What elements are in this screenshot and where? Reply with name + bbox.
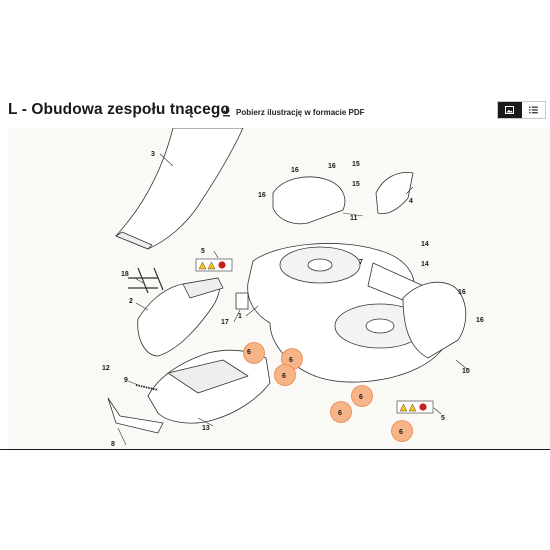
part-label-16-c[interactable]: 16: [328, 163, 336, 170]
part-8-bracket-shape: [107, 397, 164, 434]
list-view-button[interactable]: [522, 102, 546, 118]
image-icon: [505, 106, 515, 114]
part-4-plate-shape: [375, 171, 414, 215]
page-header: L - Obudowa zespołu tnącego Pobierz ilus…: [0, 98, 550, 128]
warning-decal-right: [396, 400, 434, 414]
part-label-17[interactable]: 17: [221, 319, 229, 326]
parts-illustration: 3 18 2 5 17 1 16 16 16 11 15 15 4 14 14 …: [8, 127, 550, 449]
part-2-chute-shape: [137, 277, 221, 357]
part-11-cover-shape: [272, 176, 346, 225]
part-label-12[interactable]: 12: [102, 365, 110, 372]
part-label-1[interactable]: 1: [238, 313, 242, 320]
part-18-wire-shape: [128, 267, 164, 294]
part-10-cover-shape: [402, 281, 467, 359]
part-17-shape: [235, 292, 249, 310]
part-label-4[interactable]: 4: [409, 198, 413, 205]
part-label-13[interactable]: 13: [202, 425, 210, 432]
part-label-7[interactable]: 7: [359, 259, 363, 266]
part-label-10[interactable]: 10: [462, 368, 470, 375]
hotspot-label-6-d: 6: [359, 394, 363, 401]
part-label-16-a[interactable]: 16: [291, 167, 299, 174]
hotspot-label-6-f: 6: [399, 429, 403, 436]
part-label-5-right[interactable]: 5: [441, 415, 445, 422]
download-icon: [223, 107, 230, 117]
bottom-divider: [0, 449, 550, 450]
part-9-spring-shape: [135, 384, 159, 391]
part-label-14-b[interactable]: 14: [421, 261, 429, 268]
part-label-8[interactable]: 8: [111, 441, 115, 448]
part-label-18[interactable]: 18: [121, 271, 129, 278]
part-label-11[interactable]: 11: [350, 215, 358, 222]
hotspot-6-d[interactable]: [351, 385, 373, 407]
hotspots: [243, 342, 413, 442]
list-icon: [528, 106, 538, 114]
hotspot-label-6-c: 6: [282, 373, 286, 380]
part-label-16-e[interactable]: 16: [476, 317, 484, 324]
hotspot-6-e[interactable]: [330, 401, 352, 423]
download-pdf-link[interactable]: Pobierz ilustrację w formacie PDF: [222, 107, 364, 117]
part-label-14-a[interactable]: 14: [421, 241, 429, 248]
image-view-button[interactable]: [498, 102, 522, 118]
part-label-2[interactable]: 2: [129, 298, 133, 305]
part-label-16-b[interactable]: 16: [258, 192, 266, 199]
warning-decal-left: [195, 258, 233, 272]
exploded-view-diagram: 3 18 2 5 17 1 16 16 16 11 15 15 4 14 14 …: [102, 127, 484, 448]
hotspot-label-6-e: 6: [338, 410, 342, 417]
part-label-5-left[interactable]: 5: [201, 248, 205, 255]
hotspot-label-6-b: 6: [289, 357, 293, 364]
part-label-15-a[interactable]: 15: [352, 161, 360, 168]
download-pdf-label: Pobierz ilustrację w formacie PDF: [236, 107, 365, 117]
hotspot-6-a[interactable]: [243, 342, 265, 364]
part-label-15-b[interactable]: 15: [352, 181, 360, 188]
hotspot-6-c[interactable]: [274, 364, 296, 386]
part-3-chute-top-shape: [115, 127, 244, 250]
part-label-9[interactable]: 9: [124, 377, 128, 384]
part-label-3[interactable]: 3: [151, 151, 155, 158]
hotspot-6-f[interactable]: [391, 420, 413, 442]
view-toggle: [497, 101, 546, 119]
page-title: L - Obudowa zespołu tnącego: [8, 101, 231, 118]
part-label-16-d[interactable]: 16: [458, 289, 466, 296]
hotspot-label-6-a: 6: [247, 349, 251, 356]
